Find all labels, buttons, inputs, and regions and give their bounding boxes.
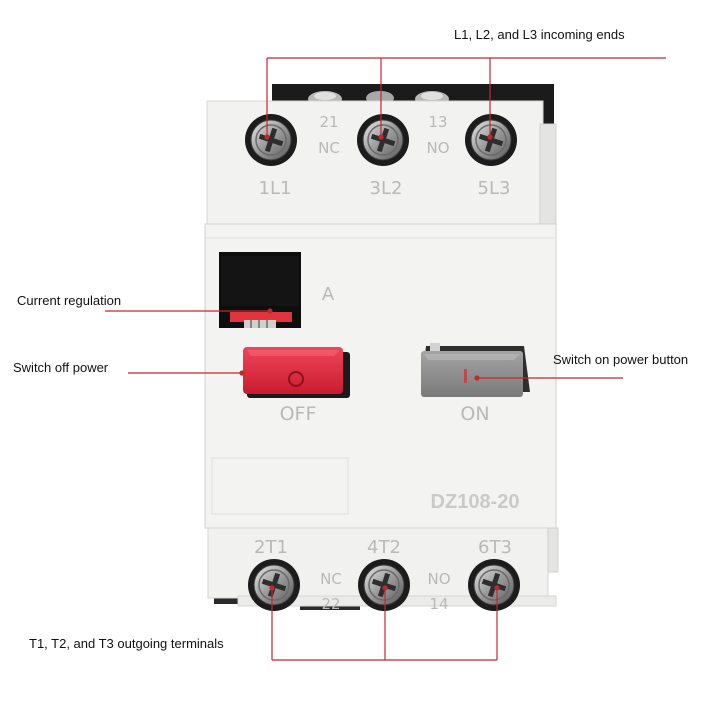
aux-top-nc-number: 21 bbox=[319, 113, 338, 131]
off-symbol-icon bbox=[288, 371, 304, 387]
screw-1l1-icon[interactable] bbox=[245, 114, 297, 166]
leader-lines bbox=[105, 57, 666, 661]
terminal-label-1l1: 1L1 bbox=[259, 178, 292, 199]
aux-bottom-no-number: 14 bbox=[429, 595, 448, 613]
terminal-label-6t3: 6T3 bbox=[478, 537, 512, 558]
on-symbol-icon bbox=[464, 369, 467, 383]
marker-switch-on bbox=[474, 375, 480, 381]
marker-1l1 bbox=[264, 134, 270, 140]
on-button[interactable] bbox=[421, 343, 530, 397]
marker-switch-off bbox=[239, 370, 245, 376]
current-regulation-window[interactable] bbox=[219, 252, 301, 328]
bottom-terminal-labels: 2T1 4T2 6T3 bbox=[254, 537, 512, 558]
aux-contact-labels-top: 21 NC 13 NO bbox=[318, 113, 449, 157]
top-terminal-labels: 1L1 3L2 5L3 bbox=[259, 178, 511, 199]
aux-bottom-nc-number: 22 bbox=[321, 595, 340, 613]
callout-outgoing-terminals: T1, T2, and T3 outgoing terminals bbox=[29, 636, 224, 651]
marker-current-regulation bbox=[267, 308, 273, 314]
aux-top-no-number: 13 bbox=[428, 113, 447, 131]
marker-3l2 bbox=[378, 134, 384, 140]
terminal-label-5l3: 5L3 bbox=[478, 178, 511, 199]
screw-2t1-icon[interactable] bbox=[248, 559, 300, 611]
aux-top-no-label: NO bbox=[426, 139, 449, 157]
screw-3l2-icon[interactable] bbox=[357, 114, 409, 166]
aux-contact-labels-bottom: NC 22 NO 14 bbox=[320, 570, 450, 613]
dial-unit-label: A bbox=[322, 284, 335, 305]
off-label: OFF bbox=[280, 403, 317, 425]
marker-2t1 bbox=[269, 585, 275, 591]
aux-bottom-no-label: NO bbox=[427, 570, 450, 588]
callout-incoming-ends: L1, L2, and L3 incoming ends bbox=[454, 27, 625, 42]
terminal-label-4t2: 4T2 bbox=[367, 537, 401, 558]
model-label: DZ108-20 bbox=[431, 491, 520, 513]
on-label: ON bbox=[460, 403, 489, 425]
screw-4t2-icon[interactable] bbox=[358, 559, 410, 611]
terminal-screws bbox=[245, 114, 520, 611]
aux-bottom-nc-label: NC bbox=[320, 570, 342, 588]
callout-switch-off-power: Switch off power bbox=[13, 360, 109, 375]
off-button[interactable] bbox=[243, 347, 350, 398]
screw-5l3-icon[interactable] bbox=[465, 114, 517, 166]
marker-5l3 bbox=[487, 134, 493, 140]
callout-current-regulation: Current regulation bbox=[17, 293, 122, 308]
screw-6t3-icon[interactable] bbox=[468, 559, 520, 611]
marker-4t2 bbox=[382, 585, 388, 591]
terminal-label-3l2: 3L2 bbox=[370, 178, 403, 199]
terminal-label-2t1: 2T1 bbox=[254, 537, 288, 558]
callout-switch-on-power: Switch on power button bbox=[553, 352, 689, 367]
aux-top-nc-label: NC bbox=[318, 139, 340, 157]
marker-6t3 bbox=[494, 585, 500, 591]
